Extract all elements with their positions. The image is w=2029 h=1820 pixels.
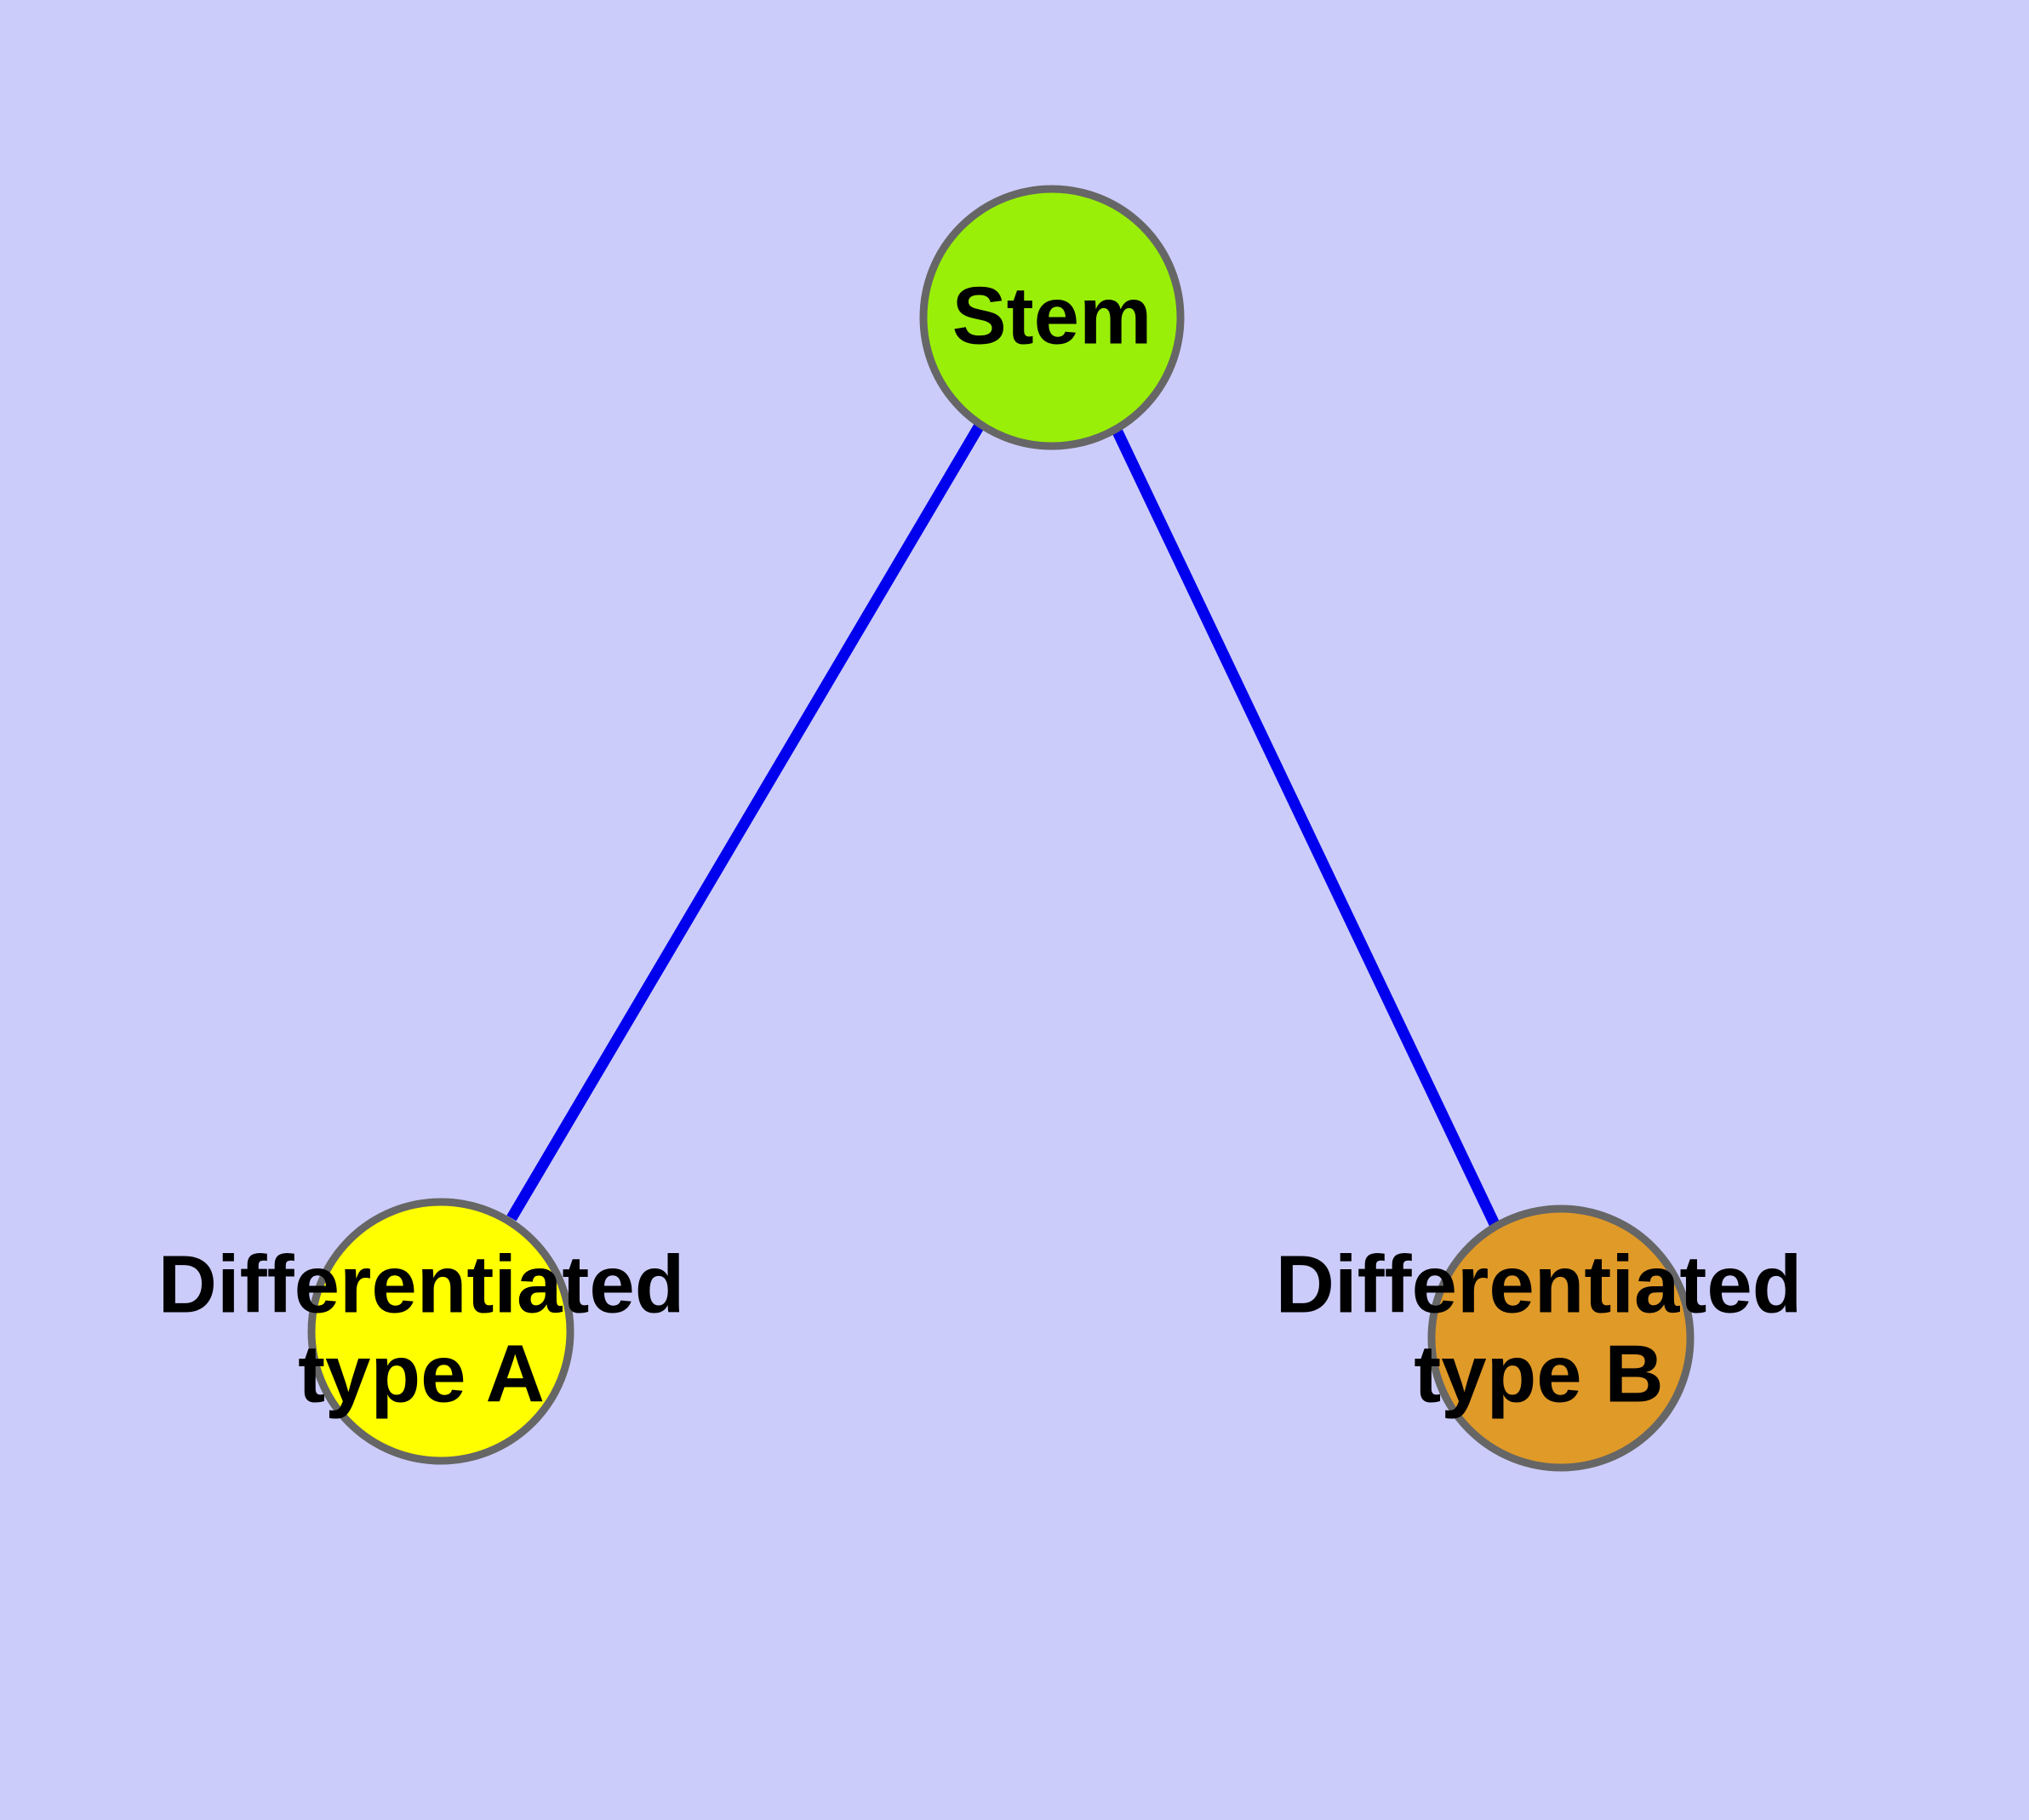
edge-stem-to-differentiated-type-a[interactable]	[506, 421, 986, 1222]
node-stem[interactable]: Stem	[919, 185, 1185, 450]
node-layer: Stem Differentiated type A Differentiate…	[158, 185, 1803, 1472]
node-differentiated-type-b-label-line-2: type B	[1414, 1328, 1663, 1419]
node-differentiated-type-b[interactable]: Differentiated type B	[1276, 1205, 1803, 1472]
edge-layer	[506, 421, 1500, 1228]
node-differentiated-type-a-label-line-1: Differentiated	[158, 1239, 685, 1330]
edge-stem-to-differentiated-type-b[interactable]	[1111, 426, 1500, 1228]
node-differentiated-type-b-label-line-1: Differentiated	[1276, 1239, 1803, 1330]
node-differentiated-type-a[interactable]: Differentiated type A	[158, 1198, 685, 1465]
node-stem-circle[interactable]	[919, 185, 1185, 450]
node-differentiated-type-b-circle[interactable]	[1427, 1205, 1695, 1472]
node-differentiated-type-a-label-line-2: type A	[298, 1328, 545, 1419]
node-stem-label: Stem	[952, 270, 1152, 361]
node-differentiated-type-a-circle[interactable]	[307, 1198, 574, 1465]
